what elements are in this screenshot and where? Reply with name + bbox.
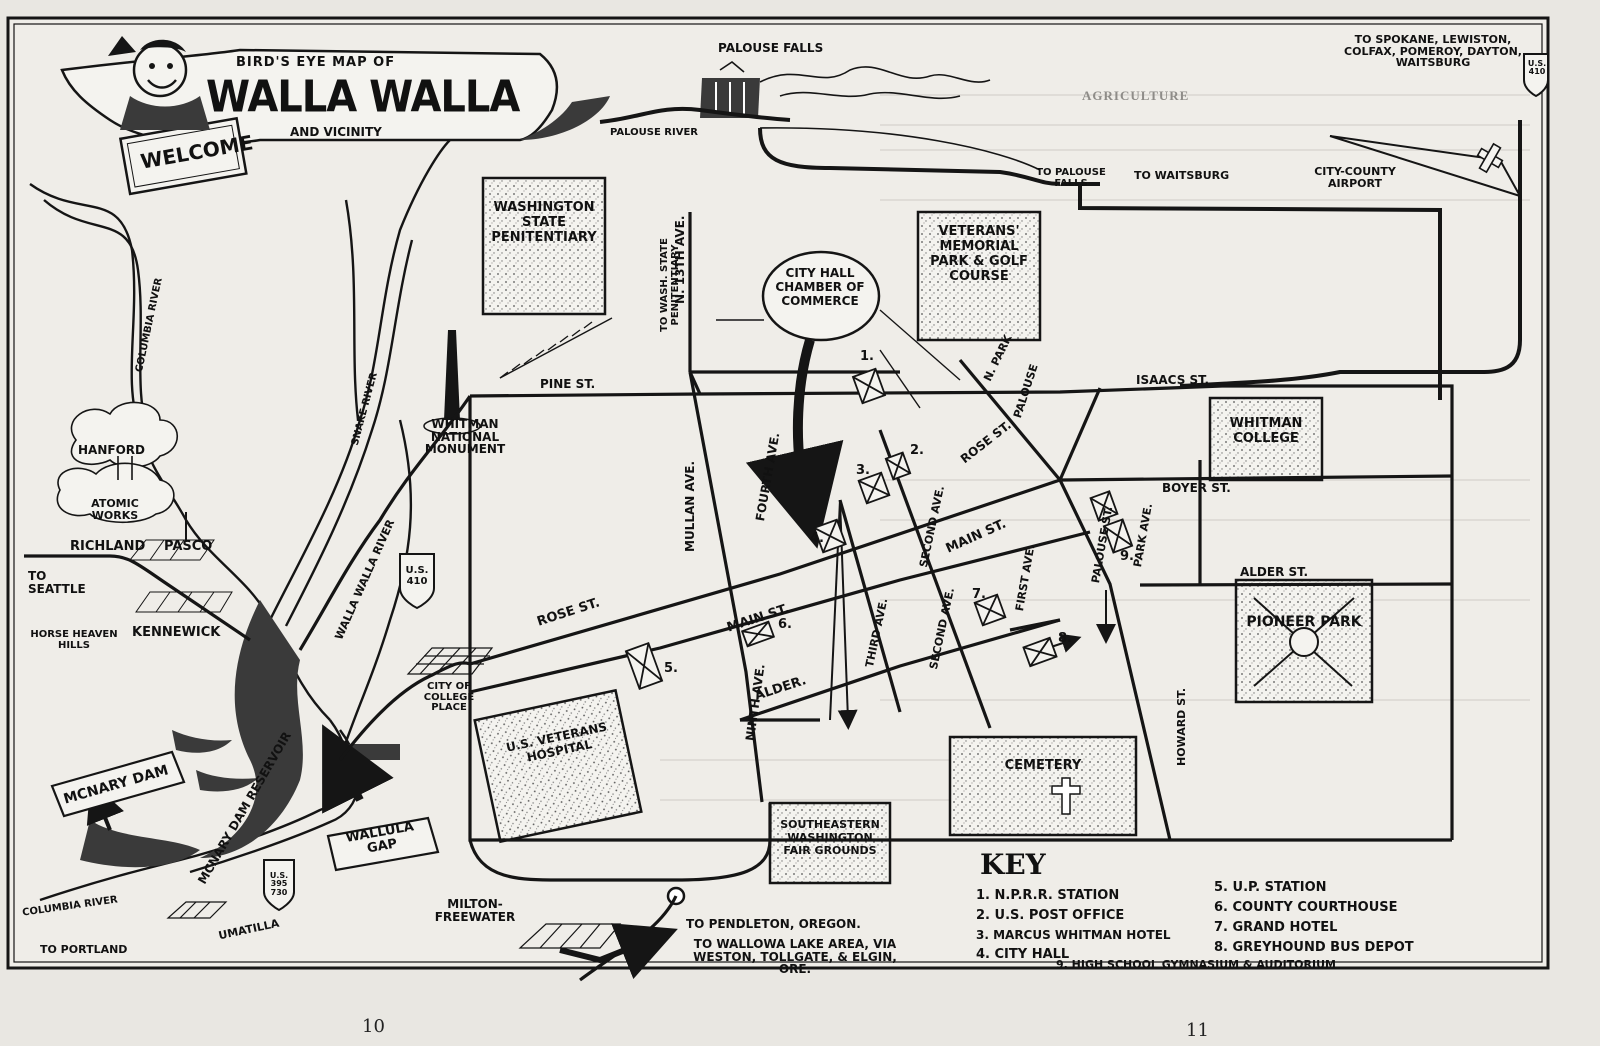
label-to-seattle: TO SEATTLE	[28, 569, 86, 596]
page-number-right: 11	[1186, 1020, 1209, 1041]
key-item-9: 9. HIGH SCHOOL GYMNASIUM & AUDITORIUM	[1056, 958, 1336, 971]
key-item-1: 1. N.P.R.R. STATION	[976, 888, 1120, 903]
street-boyer: BOYER ST.	[1162, 481, 1231, 495]
marker-8: 8.	[1058, 631, 1072, 646]
us410-shield-ne-icon	[1523, 53, 1549, 98]
airplane-icon	[1476, 142, 1504, 174]
marker-1: 1.	[860, 349, 874, 364]
us410-shield-w-icon	[399, 553, 435, 610]
label-us410-w: U.S. 410	[405, 565, 429, 587]
label-pasco: PASCO	[164, 539, 213, 554]
airport-runway	[1329, 135, 1523, 198]
label-atomic-works: ATOMIC WORKS	[91, 497, 139, 522]
label-kennewick: KENNEWICK	[132, 625, 221, 640]
label-to-palouse-falls: TO PALOUSE FALLS	[1036, 167, 1106, 189]
street-howard: HOWARD ST.	[1175, 687, 1188, 766]
key-item-8: 8. GREYHOUND BUS DEPOT	[1214, 940, 1414, 955]
label-milton-freewater: MILTON-FREEWATER	[434, 897, 516, 924]
label-college-place: CITY OF COLLEGE PLACE	[423, 681, 475, 713]
marker-2: 2.	[910, 443, 924, 458]
key-item-2: 2. U.S. POST OFFICE	[976, 908, 1125, 923]
label-hanford: HANFORD	[78, 443, 145, 457]
key-item-7: 7. GRAND HOTEL	[1214, 920, 1338, 935]
label-to-pendleton: TO PENDLETON, OREGON.	[686, 917, 861, 931]
street-mullan: MULLAN AVE.	[683, 460, 697, 552]
label-richland: RICHLAND	[70, 539, 146, 554]
title-top: BIRD'S EYE MAP OF	[236, 55, 396, 70]
label-city-hall: CITY HALL CHAMBER OF COMMERCE	[775, 266, 865, 308]
marker-7: 7.	[972, 587, 986, 602]
label-airport: CITY-COUNTY AIRPORT	[1314, 165, 1396, 190]
key-item-4: 4. CITY HALL	[976, 947, 1070, 962]
label-to-portland: TO PORTLAND	[40, 943, 128, 956]
label-us410-ne: U.S. 410	[1527, 59, 1547, 77]
monument-obelisk-icon	[444, 330, 460, 420]
label-penitentiary: WASHINGTON STATE PENITENTIARY	[491, 200, 597, 245]
marker-9: 9.	[1120, 549, 1134, 564]
label-palouse-falls: PALOUSE FALLS	[718, 41, 824, 55]
title-main: WALLA WALLA	[206, 71, 520, 123]
label-palouse-river: PALOUSE RIVER	[610, 127, 698, 138]
marker-6: 6.	[778, 617, 792, 632]
street-isaacs: ISAACS ST.	[1136, 373, 1210, 387]
us395-shield-icon	[263, 859, 295, 912]
label-to-waitsburg: TO WAITSBURG	[1134, 169, 1230, 182]
label-cemetery: CEMETERY	[1004, 758, 1082, 773]
key-item-5: 5. U.P. STATION	[1214, 880, 1327, 895]
marker-3: 3.	[856, 463, 870, 478]
label-horse-heaven: HORSE HEAVEN HILLS	[30, 629, 118, 651]
key-item-3: 3. MARCUS WHITMAN HOTEL	[976, 928, 1171, 942]
label-us395: U.S. 395 730	[269, 871, 289, 897]
street-n13: N. 13TH AVE.	[673, 215, 687, 304]
label-whitman-monument: WHITMAN NATIONAL MONUMENT	[424, 417, 506, 457]
street-alder-e: ALDER ST.	[1240, 565, 1309, 579]
key-heading: KEY	[980, 848, 1046, 881]
label-to-spokane: TO SPOKANE, LEWISTON, COLFAX, POMEROY, D…	[1344, 33, 1522, 70]
label-fairgrounds: SOUTHEASTERN WASHINGTON FAIR GROUNDS	[780, 818, 880, 857]
page-number-left: 10	[362, 1016, 385, 1037]
marker-5: 5.	[664, 661, 678, 676]
title-sub: AND VICINITY	[290, 125, 382, 139]
label-to-wallowa: TO WALLOWA LAKE AREA, VIA WESTON, TOLLGA…	[693, 937, 897, 977]
marker-4: 4.	[810, 531, 824, 546]
label-whitman-college: WHITMAN COLLEGE	[1229, 416, 1303, 446]
street-pine: PINE ST.	[540, 377, 596, 391]
label-veterans-park: VETERANS' MEMORIAL PARK & GOLF COURSE	[930, 224, 1028, 284]
bleed-heading: AGRICULTURE	[1082, 88, 1190, 103]
key-item-6: 6. COUNTY COURTHOUSE	[1214, 900, 1398, 915]
label-pioneer-park: PIONEER PARK	[1246, 614, 1362, 630]
